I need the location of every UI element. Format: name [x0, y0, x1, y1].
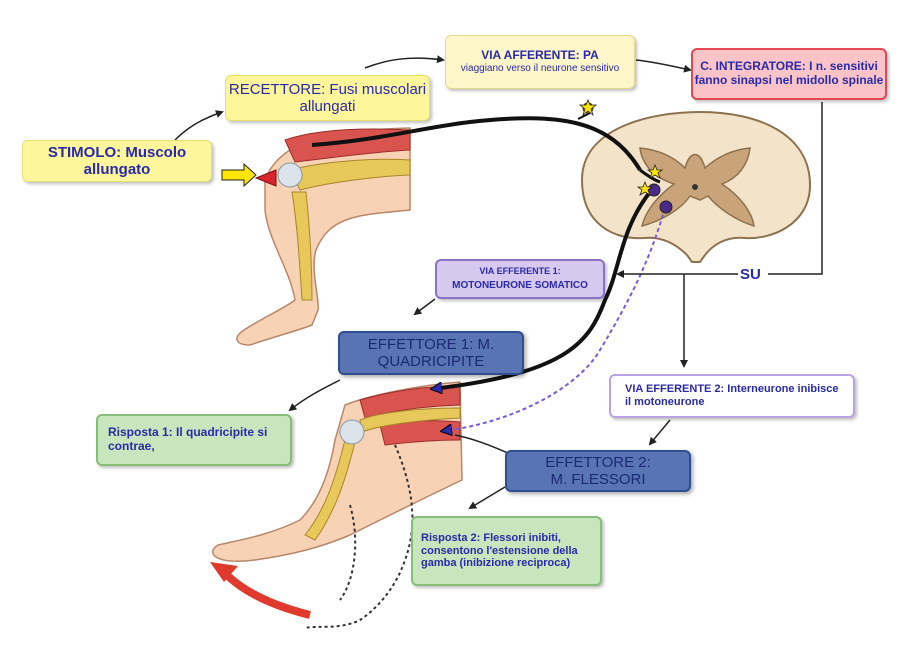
lower-leg-illustration [210, 381, 463, 629]
motor-neuron-2 [450, 200, 673, 430]
recettore-box: RECETTORE: Fusi muscolari allungati [225, 75, 430, 121]
effettore-2-box: EFFETTORE 2: M. FLESSORI [505, 450, 691, 492]
via-efferente-1-title: VIA EFFERENTE 1: [479, 266, 561, 277]
upper-leg-illustration [221, 127, 411, 346]
risposta-1-box: Risposta 1: Il quadricipite si contrae, [96, 414, 292, 466]
via-efferente-2-text: VIA EFFERENTE 2: Interneurone inibisce i… [625, 383, 839, 408]
motion-arrow [219, 567, 311, 619]
effettore-2-desc: M. FLESSORI [550, 471, 646, 488]
via-afferente-box: VIA AFFERENTE: PA viaggiano verso il neu… [445, 35, 635, 89]
afferent-neuron [311, 98, 661, 184]
lower-tibia [304, 439, 356, 541]
via-afferente-desc: viaggiano verso il neurone sensitivo [460, 63, 620, 75]
lower-femur [359, 407, 461, 433]
stimolo-box: STIMOLO: Muscolo allungato [22, 140, 212, 182]
dotted-leg-outline [304, 444, 414, 629]
risposta-1-text: Risposta 1: Il quadricipite si contrae, [108, 425, 268, 453]
via-efferente-1-desc: MOTONEURONE SOMATICO [452, 280, 588, 292]
risposta-2-text: Risposta 2: Flessori inibiti, consentono… [421, 532, 578, 570]
stimulus-arrow [221, 162, 257, 188]
stimolo-text: STIMOLO: Muscolo allungato [47, 143, 187, 178]
via-afferente-title: VIA AFFERENTE: PA [481, 48, 599, 63]
hammer-tip [254, 169, 277, 187]
via-efferente-2-box: VIA EFFERENTE 2: Interneurone inibisce i… [609, 374, 855, 418]
su-label: SU [740, 266, 761, 283]
recettore-text: RECETTORE: Fusi muscolari allungati [228, 80, 427, 115]
upper-tibia [291, 191, 313, 301]
effettore-1-box: EFFETTORE 1: M. QUADRICIPITE [338, 331, 524, 375]
upper-femur [289, 158, 411, 191]
effettore-1-text: EFFETTORE 1: M. QUADRICIPITE [367, 335, 495, 370]
integratore-box: C. INTEGRATORE: I n. sensitivi fanno sin… [691, 48, 887, 100]
via-efferente-1-box: VIA EFFERENTE 1: MOTONEURONE SOMATICO [435, 259, 605, 299]
synapse-stars [636, 163, 664, 196]
effettore-2-title: EFFETTORE 2: [545, 453, 651, 471]
integratore-text: C. INTEGRATORE: I n. sensitivi fanno sin… [694, 59, 884, 87]
spinal-cord-section [580, 110, 812, 263]
risposta-2-box: Risposta 2: Flessori inibiti, consentono… [411, 516, 602, 586]
